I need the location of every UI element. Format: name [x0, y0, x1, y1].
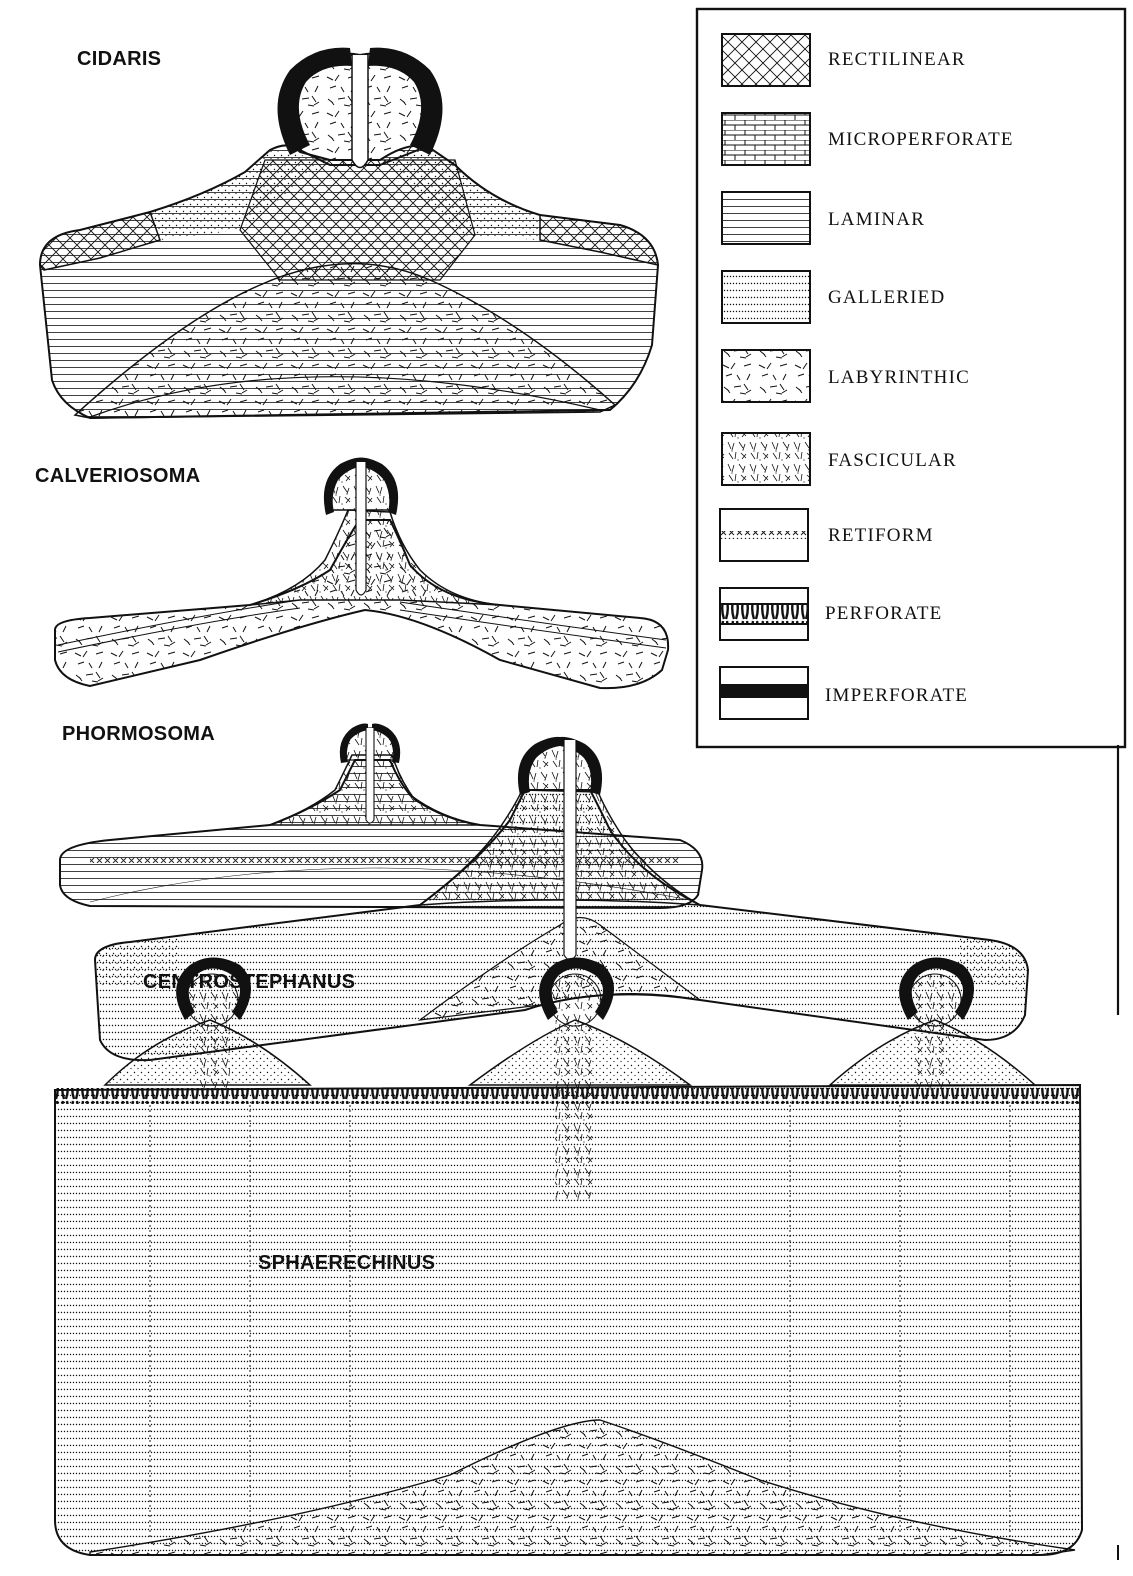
legend-swatch-labyrinthic — [722, 350, 810, 402]
title-calveriosoma: CALVERIOSOMA — [35, 465, 200, 488]
legend-swatch-microperforate — [722, 113, 810, 165]
legend-swatch-laminar — [722, 192, 810, 244]
calveriosoma-section — [55, 458, 668, 689]
legend-label-perforate: PERFORATE — [825, 603, 942, 625]
legend-label-laminar: LAMINAR — [828, 209, 925, 231]
legend-swatch-rectilinear — [722, 34, 810, 86]
legend-label-imperforate: IMPERFORATE — [825, 685, 968, 707]
title-cidaris: CIDARIS — [77, 48, 161, 71]
cidaris-section — [40, 48, 658, 418]
legend-swatch-imperforate — [720, 667, 808, 719]
legend-label-labyrinthic: LABYRINTHIC — [828, 367, 970, 389]
legend-swatch-perforate — [720, 588, 808, 640]
legend-swatch-galleried — [722, 271, 810, 323]
legend-swatch-retiform — [720, 509, 808, 561]
title-sphaerechinus: SPHAERECHINUS — [258, 1252, 435, 1275]
legend-label-galleried: GALLERIED — [828, 287, 945, 309]
legend-label-fascicular: FASCICULAR — [828, 450, 957, 472]
title-phormosoma: PHORMOSOMA — [62, 723, 215, 746]
sphaerechinus-section — [55, 958, 1082, 1556]
title-centrostephanus: CENTROSTEPHANUS — [143, 971, 355, 994]
legend-label-rectilinear: RECTILINEAR — [828, 49, 966, 71]
legend-swatch-fascicular — [722, 433, 810, 485]
legend-label-retiform: RETIFORM — [828, 525, 934, 547]
legend-label-microperforate: MICROPERFORATE — [828, 129, 1014, 151]
